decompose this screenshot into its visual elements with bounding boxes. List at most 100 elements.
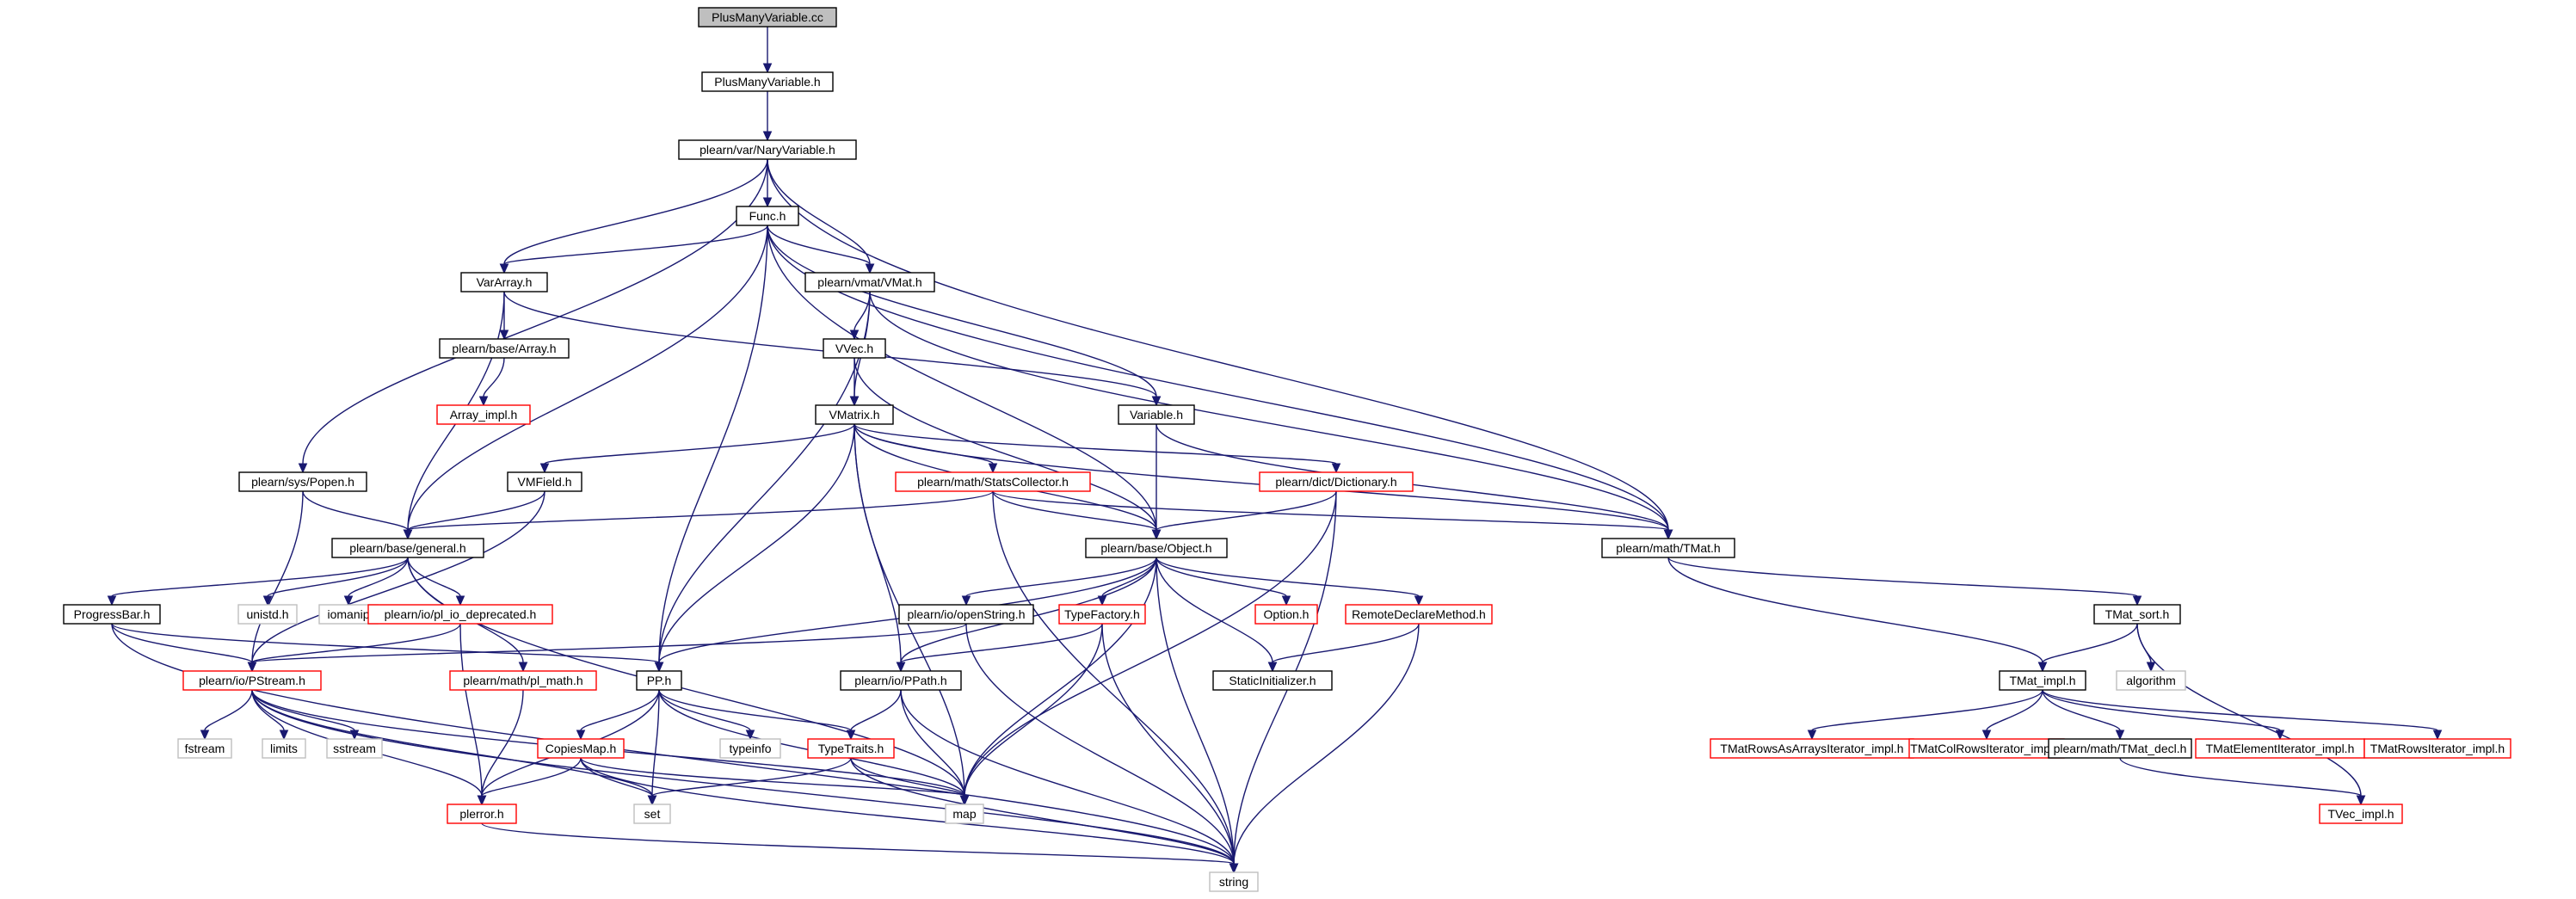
node-vmfield[interactable]: VMField.h	[507, 471, 582, 492]
edge-vmatrix-to-dict	[854, 423, 1341, 474]
node-limits: limits	[262, 738, 306, 759]
edge-tmatimpl-to-tmatrowsarr	[1807, 689, 2043, 741]
node-label: plearn/io/PStream.h	[199, 674, 305, 687]
node-remote[interactable]: RemoteDeclareMethod.h	[1345, 604, 1493, 625]
edge-tmatimpl-to-tmatcolrows	[1981, 689, 2043, 741]
edge-tmatsort-to-algorithm	[2136, 623, 2156, 673]
node-label: plearn/base/Object.h	[1100, 541, 1211, 555]
node-general[interactable]: plearn/base/general.h	[331, 538, 484, 558]
node-box	[1999, 670, 2086, 691]
node-typefactory[interactable]: TypeFactory.h	[1058, 604, 1146, 625]
node-tmatimpl[interactable]: TMat_impl.h	[1999, 670, 2086, 691]
node-vararray[interactable]: VarArray.h	[460, 272, 548, 292]
edge-typetraits-to-map	[850, 757, 970, 806]
node-label: plearn/var/NaryVariable.h	[699, 143, 835, 157]
node-label: plearn/base/general.h	[349, 541, 465, 555]
edge-remote-to-string	[1229, 623, 1420, 874]
node-label: sstream	[333, 742, 376, 755]
node-progress[interactable]: ProgressBar.h	[63, 604, 161, 625]
edge-typefactory-to-ppath	[896, 623, 1103, 673]
node-tmat[interactable]: plearn/math/TMat.h	[1601, 538, 1735, 558]
node-label: TMatElementIterator_impl.h	[2206, 742, 2355, 755]
node-dict[interactable]: plearn/dict/Dictionary.h	[1259, 471, 1414, 492]
node-pstream[interactable]: plearn/io/PStream.h	[182, 670, 322, 691]
node-box	[636, 670, 682, 691]
node-box	[823, 338, 886, 359]
node-label: plearn/math/StatsCollector.h	[917, 475, 1069, 489]
node-func[interactable]: Func.h	[736, 206, 799, 226]
node-tvecimpl[interactable]: TVec_impl.h	[2319, 804, 2403, 824]
node-tmatsort[interactable]: TMat_sort.h	[2093, 604, 2181, 625]
node-typetraits[interactable]: TypeTraits.h	[807, 738, 895, 759]
edge-tmatsort-to-tvecimpl	[2136, 623, 2366, 806]
node-box	[331, 538, 484, 558]
node-box	[807, 738, 895, 759]
edge-object-to-openstring	[961, 557, 1157, 607]
edge-stats-to-tmat	[992, 490, 1673, 540]
edge-vmatrix-to-ppath	[854, 423, 906, 673]
node-ppath[interactable]: plearn/io/PPath.h	[840, 670, 962, 691]
node-plio[interactable]: plearn/io/pl_io_deprecated.h	[367, 604, 553, 625]
node-plerror[interactable]: plerror.h	[447, 804, 517, 824]
node-option[interactable]: Option.h	[1254, 604, 1318, 625]
node-vvec[interactable]: VVec.h	[823, 338, 886, 359]
edge-vmatrix-to-vmfield	[539, 423, 855, 474]
node-copiesmap[interactable]: CopiesMap.h	[537, 738, 625, 759]
edge-typetraits-to-set	[647, 757, 852, 806]
node-vmatrix[interactable]: VMatrix.h	[815, 404, 894, 425]
edge-typetraits-to-string	[850, 757, 1239, 874]
edge-nary-to-popen	[298, 158, 768, 474]
node-box	[1212, 670, 1333, 691]
node-tmatrows[interactable]: TMatRowsIterator_impl.h	[2363, 738, 2511, 759]
node-box	[262, 738, 306, 759]
node-box	[1118, 404, 1195, 425]
node-basearray[interactable]: plearn/base/Array.h	[439, 338, 570, 359]
node-nary[interactable]: plearn/var/NaryVariable.h	[678, 139, 857, 160]
node-tmatcolrows[interactable]: TMatColRowsIterator_impl.h	[1908, 738, 2065, 759]
node-pmvh[interactable]: PlusManyVariable.h	[701, 71, 834, 92]
edge-vvec-to-object	[854, 357, 1162, 540]
edge-general-to-unistd	[262, 557, 409, 607]
node-arrayimpl[interactable]: Array_impl.h	[436, 404, 531, 425]
node-label: VVec.h	[835, 342, 873, 355]
node-label: plerror.h	[459, 807, 503, 821]
node-box	[177, 738, 232, 759]
node-staticinit[interactable]: StaticInitializer.h	[1212, 670, 1333, 691]
node-box	[1345, 604, 1493, 625]
edge-openstring-to-string	[965, 623, 1239, 874]
node-variable[interactable]: Variable.h	[1118, 404, 1195, 425]
node-label: RemoteDeclareMethod.h	[1352, 607, 1486, 621]
edge-popen-to-general	[302, 490, 413, 540]
node-fstream: fstream	[177, 738, 232, 759]
node-label: TMatRowsAsArraysIterator_impl.h	[1720, 742, 1903, 755]
node-label: PlusManyVariable.h	[714, 75, 820, 89]
node-openstring[interactable]: plearn/io/openString.h	[898, 604, 1034, 625]
node-box	[804, 272, 935, 292]
node-plmath[interactable]: plearn/math/pl_math.h	[449, 670, 597, 691]
node-box	[945, 804, 984, 824]
node-tmatrowsarr[interactable]: TMatRowsAsArraysIterator_impl.h	[1710, 738, 1914, 759]
edge-tmatimpl-to-tmatdecl	[2042, 689, 2125, 741]
node-pph[interactable]: PP.h	[636, 670, 682, 691]
node-box	[238, 471, 367, 492]
node-box	[701, 71, 834, 92]
edge-basearray-to-arrayimpl	[478, 357, 505, 407]
node-tmatelem[interactable]: TMatElementIterator_impl.h	[2195, 738, 2365, 759]
node-label: limits	[270, 742, 298, 755]
node-tmatdecl[interactable]: plearn/math/TMat_decl.h	[2048, 738, 2192, 759]
node-label: plearn/math/TMat.h	[1616, 541, 1720, 555]
edge-pph-to-typeinfo	[658, 689, 755, 741]
node-box	[815, 404, 894, 425]
edge-pstream-to-fstream	[200, 689, 253, 741]
node-popen[interactable]: plearn/sys/Popen.h	[238, 471, 367, 492]
node-label: plearn/math/pl_math.h	[463, 674, 582, 687]
node-object[interactable]: plearn/base/Object.h	[1085, 538, 1228, 558]
node-vmat[interactable]: plearn/vmat/VMat.h	[804, 272, 935, 292]
node-label: PP.h	[647, 674, 672, 687]
node-root[interactable]: PlusManyVariable.cc	[698, 7, 837, 28]
node-algorithm: algorithm	[2116, 670, 2186, 691]
node-stats[interactable]: plearn/math/StatsCollector.h	[895, 471, 1091, 492]
node-label: TMat_sort.h	[2105, 607, 2170, 621]
edge-general-to-progress	[107, 557, 409, 607]
edge-tmat-to-tmatimpl	[1667, 557, 2048, 673]
